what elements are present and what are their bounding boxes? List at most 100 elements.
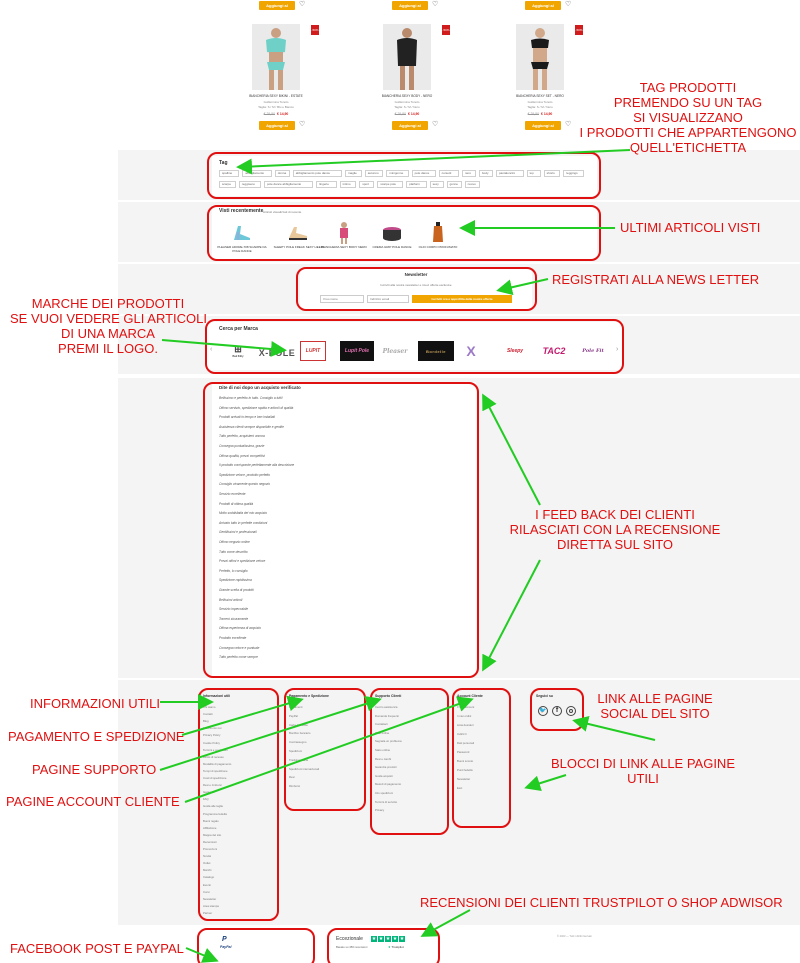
tag-chip[interactable]: pantaloncini	[496, 170, 524, 177]
paypal-label[interactable]: PayPal	[220, 945, 232, 949]
tag-chip[interactable]: pole dance abbigliamento	[264, 181, 314, 188]
add-to-cart-button[interactable]: Aggiungi al carrello	[259, 1, 295, 17]
star-icon: ★	[392, 936, 398, 942]
tag-chip[interactable]: donna	[274, 170, 290, 177]
instagram-icon[interactable]	[566, 706, 576, 716]
wishlist-heart-icon[interactable]: ♡	[432, 121, 439, 128]
review-text: Ottima qualità, prezzi competitivi	[219, 453, 265, 458]
wishlist-heart-icon[interactable]: ♡	[299, 1, 306, 8]
product-image[interactable]	[516, 24, 564, 90]
product-image[interactable]	[383, 24, 431, 90]
footer-col-title-payment: Pagamento e Spedizione	[289, 694, 329, 698]
viewed-product-image[interactable]	[424, 220, 452, 244]
annotation-line: RILASCIATI CON LA RECENSIONE	[509, 522, 721, 537]
brand-logo-pole-fit[interactable]: Pole Fit	[582, 348, 604, 354]
trustpilot-star-icon: ★	[388, 945, 391, 949]
newsletter-name-input[interactable]	[320, 295, 364, 303]
tag-chip[interactable]: nuovo	[464, 181, 480, 188]
brand-logo-tac2[interactable]: TAC2	[542, 346, 566, 356]
brand-logo-pleaser[interactable]: Pleaser	[382, 347, 408, 355]
tag-chip[interactable]: gonne	[446, 181, 462, 188]
footer-link[interactable]: Mappa del sito	[203, 832, 222, 837]
review-text: Grande scelta di prodotti	[219, 588, 254, 592]
footer-link[interactable]: Programma fedeltà	[203, 811, 227, 816]
viewed-product-image[interactable]	[330, 220, 358, 244]
twitter-icon[interactable]: 🐦	[538, 706, 548, 716]
tag-chip[interactable]: intimo	[339, 181, 357, 188]
viewed-product-name[interactable]: PLEASER ADORE-708 SCARPE DA POLE DANCE	[217, 245, 267, 253]
trustpilot-logo[interactable]: ★ Trustpilot	[388, 945, 404, 949]
brand-logo-sleepy[interactable]: Sleepy	[506, 348, 524, 354]
facebook-icon[interactable]: f	[552, 706, 562, 716]
footer-link[interactable]: Guida alle taglie	[203, 804, 224, 809]
viewed-product-name[interactable]: CREMA GRIP POLE DANCE	[372, 245, 412, 249]
star-icon: ★	[378, 936, 384, 942]
footer-link[interactable]: Marchi	[203, 868, 212, 873]
tag-chip[interactable]: platform	[406, 181, 427, 188]
add-to-cart-button[interactable]: Aggiungi al carrello	[525, 121, 561, 137]
carousel-next-icon[interactable]: ›	[616, 346, 619, 353]
add-to-cart-button[interactable]: Aggiungi al carrello	[392, 1, 428, 17]
brand-logo-lupit-pole[interactable]: Lupit Pole	[340, 341, 374, 361]
footer-link[interactable]: Buoni regalo	[203, 818, 219, 823]
footer-link[interactable]: Promozioni	[203, 847, 217, 851]
footer-link[interactable]: Catalogo	[203, 875, 215, 880]
viewed-product-image[interactable]	[228, 220, 256, 244]
tag-chip[interactable]: scarpe pole	[377, 181, 404, 188]
add-to-cart-button[interactable]: Aggiungi al carrello	[259, 121, 295, 137]
tag-chip[interactable]: nero	[462, 170, 476, 177]
tag-chip[interactable]: shorts	[543, 170, 561, 177]
brand-logo-x[interactable]: X	[466, 343, 476, 359]
viewed-product-name[interactable]: SLEEPY POLE FREAK SEXY HEELS	[273, 245, 325, 249]
footer-link[interactable]: Corsi	[203, 889, 210, 894]
reviews-title: Dite di noi dopo un acquisto verificato	[219, 385, 301, 390]
review-text: Molto soddisfatta del mio acquisto	[219, 511, 268, 516]
product-name[interactable]: BIANCHERIA SEXY BIKINI - ESTATE	[249, 94, 303, 98]
tag-chip[interactable]: minigonne	[386, 170, 409, 177]
viewed-product-image[interactable]	[285, 220, 313, 244]
footer-link[interactable]: Recensioni	[203, 839, 217, 844]
tag-chip[interactable]: sport	[359, 181, 375, 188]
product-name[interactable]: BIANCHERIA SEXY SET - NERO	[516, 94, 564, 98]
wishlist-heart-icon[interactable]: ♡	[432, 1, 439, 8]
tag-chip[interactable]: scarpe	[219, 181, 236, 188]
add-to-cart-button[interactable]: Aggiungi al carrello	[392, 121, 428, 137]
viewed-product-name[interactable]: OLIO CORPO PROFUMATO	[418, 245, 458, 249]
tag-chip[interactable]: autunno	[364, 170, 384, 177]
footer-link[interactable]: Outlet	[203, 861, 211, 866]
newsletter-email-input[interactable]	[367, 295, 409, 303]
product-name[interactable]: BIANCHERIA SEXY BODY - NERO	[381, 94, 433, 98]
footer-link[interactable]: Novità	[203, 854, 211, 859]
newsletter-submit-button[interactable]: Iscriviti ora e approfitta delle nostre …	[412, 295, 512, 303]
tag-chip[interactable]: top	[526, 170, 541, 177]
tag-chip[interactable]: leggings	[563, 170, 584, 177]
tag-chip[interactable]: maglie	[345, 170, 362, 177]
tag-chip[interactable]: body	[479, 170, 493, 177]
paypal-icon: P	[222, 936, 227, 943]
newsletter-panel	[300, 268, 532, 310]
brand-name: Bad Kitty	[232, 355, 244, 358]
add-to-cart-button[interactable]: Aggiungi al carrello	[525, 1, 561, 17]
newsletter-title: Newsletter	[404, 272, 428, 277]
viewed-product-image[interactable]	[378, 220, 406, 244]
tag-chip[interactable]: pole dance	[411, 170, 436, 177]
product-image[interactable]	[252, 24, 300, 90]
footer-link[interactable]: Area stampa	[203, 903, 219, 908]
footer-link[interactable]: Eventi	[203, 882, 211, 887]
footer-link[interactable]: Affiliazione	[203, 825, 217, 830]
wishlist-heart-icon[interactable]: ♡	[565, 121, 572, 128]
footer-link[interactable]: Newsletter	[203, 896, 217, 901]
wishlist-heart-icon[interactable]: ♡	[299, 121, 306, 128]
wishlist-heart-icon[interactable]: ♡	[565, 1, 572, 8]
tag-chip[interactable]: lingerie	[316, 181, 337, 188]
annotation-box-brands	[205, 319, 624, 374]
tag-chip[interactable]: corsetti	[438, 170, 459, 177]
tag-chip[interactable]: abbigliamento pole dance	[292, 170, 342, 177]
viewed-product-name[interactable]: BIANCHERIA SEXY BODY NERO	[321, 245, 367, 249]
footer-col-title-support: Supporto Clienti	[375, 694, 402, 698]
brand-logo-lupit[interactable]: LUPIT	[300, 341, 326, 361]
footer-link[interactable]: Privacy	[375, 808, 385, 813]
tag-chip[interactable]: sexy	[429, 181, 444, 188]
tag-chip[interactable]: reggiseno	[238, 181, 261, 188]
brand-logo-bordelle[interactable]: Bordelle	[418, 341, 454, 361]
